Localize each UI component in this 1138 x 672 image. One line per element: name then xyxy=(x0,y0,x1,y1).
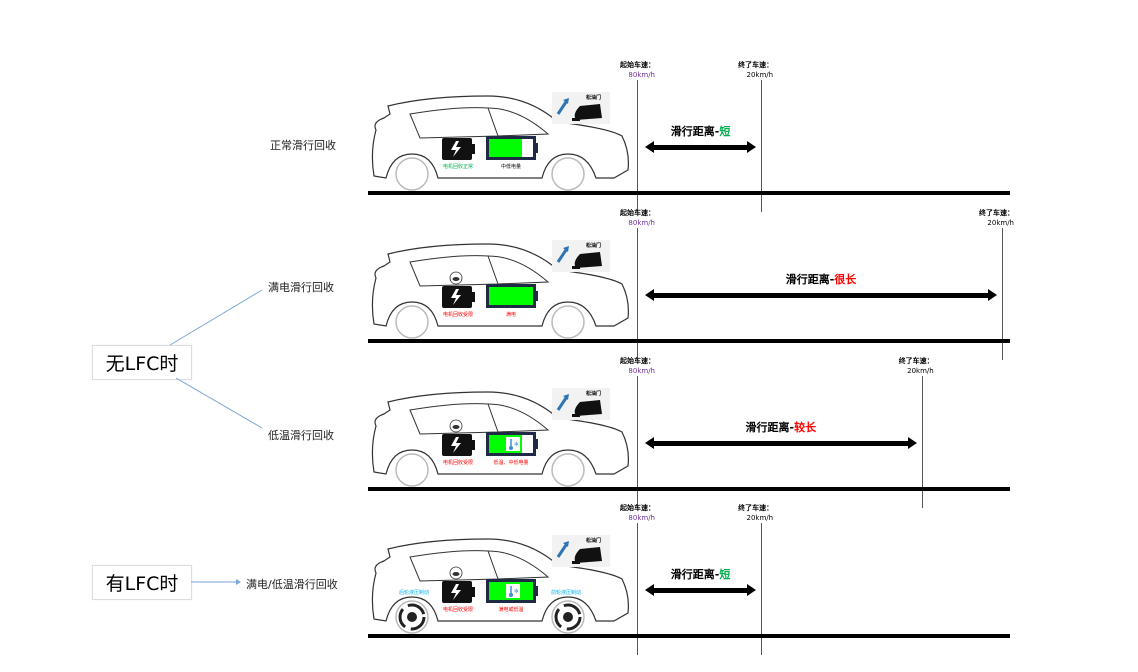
coast-distance-label: 滑行距离-短 xyxy=(670,125,731,138)
car-illustration xyxy=(371,95,629,191)
rear-brake-label: 后轮液压制动 xyxy=(398,590,430,596)
road-line xyxy=(368,339,1010,343)
rear-wheel xyxy=(395,453,429,487)
battery-status: 满电或低温 xyxy=(498,607,524,613)
pedal-label: 松油门 xyxy=(586,95,602,101)
car-illustration xyxy=(371,243,629,339)
turtle-icon xyxy=(449,566,463,580)
start-speed: 起始车速：80km/h xyxy=(620,209,655,227)
scenario-label: 满电滑行回收 xyxy=(268,281,334,294)
front-brake-label: 前轮液压制动 xyxy=(550,590,582,596)
road-line xyxy=(368,487,1010,491)
connector-to-full-charge xyxy=(169,289,263,346)
scenario-label: 正常滑行回收 xyxy=(270,139,336,152)
battery-icon: ❄ xyxy=(486,579,538,603)
start-line xyxy=(637,228,638,360)
start-speed: 起始车速：80km/h xyxy=(620,357,655,375)
rear-wheel xyxy=(395,305,429,339)
release-throttle-panel: 松油门 xyxy=(552,240,610,272)
rear-wheel xyxy=(395,157,429,191)
motor-icon xyxy=(442,138,475,160)
end-speed: 终了车速：20km/h xyxy=(979,209,1014,227)
battery-icon xyxy=(486,136,538,160)
with-lfc-box: 有LFC时 xyxy=(92,565,192,600)
coast-distance-label: 滑行距离-短 xyxy=(670,568,731,581)
turtle-icon xyxy=(449,419,463,433)
coast-distance-label: 滑行距离-较长 xyxy=(745,421,817,434)
end-speed: 终了车速：20km/h xyxy=(738,504,774,522)
end-speed: 终了车速：20km/h xyxy=(738,61,774,79)
start-line xyxy=(637,376,638,508)
rear-disc-brake-icon xyxy=(398,603,426,631)
battery-icon xyxy=(486,284,538,308)
arrow-head-icon xyxy=(236,579,241,585)
foot-pedal-icon xyxy=(556,98,602,121)
motor-status: 电机回收受限 xyxy=(442,312,474,318)
battery-status: 中低电量 xyxy=(500,164,522,170)
motor-status: 电机回收受限 xyxy=(442,460,474,466)
distance-arrow xyxy=(644,584,757,596)
pedal-label: 松油门 xyxy=(586,391,602,397)
battery-status: 满电 xyxy=(505,312,517,318)
start-line xyxy=(637,80,638,212)
foot-pedal-icon xyxy=(556,246,602,269)
motor-status: 电机回收正常 xyxy=(442,164,474,170)
end-line xyxy=(1002,228,1003,360)
pedal-label: 松油门 xyxy=(586,243,602,249)
front-wheel xyxy=(551,453,585,487)
end-line xyxy=(761,523,763,655)
foot-pedal-icon xyxy=(556,541,602,564)
pedal-label: 松油门 xyxy=(586,538,602,544)
battery-status: 低温、中低电量 xyxy=(493,460,529,466)
car-illustration: ❄ xyxy=(371,538,629,634)
car-illustration: ❄ xyxy=(371,391,629,487)
front-wheel xyxy=(551,305,585,339)
front-wheel xyxy=(551,157,585,191)
motor-status: 电机回收受限 xyxy=(442,607,474,613)
motor-icon xyxy=(442,581,475,603)
motor-icon xyxy=(442,286,475,308)
svg-text:❄: ❄ xyxy=(514,441,519,448)
release-throttle-panel: 松油门 xyxy=(552,535,610,567)
end-speed: 终了车速：20km/h xyxy=(898,357,934,375)
road-line xyxy=(368,191,1010,195)
release-throttle-panel: 松油门 xyxy=(552,388,610,420)
battery-icon: ❄ xyxy=(486,432,538,456)
front-disc-brake-icon xyxy=(554,603,582,631)
distance-arrow xyxy=(645,289,997,301)
connector-to-low-temp xyxy=(175,377,263,429)
motor-icon xyxy=(442,434,475,456)
scenario-label: 满电/低温滑行回收 xyxy=(246,578,338,591)
turtle-icon xyxy=(449,271,463,285)
start-speed: 起始车速：80km/h xyxy=(620,504,655,522)
end-line xyxy=(761,80,763,212)
start-line xyxy=(637,523,638,655)
coast-distance-label: 滑行距离-很长 xyxy=(785,273,857,286)
start-speed: 起始车速：80km/h xyxy=(620,61,655,79)
svg-text:❄: ❄ xyxy=(514,588,519,595)
scenario-label: 低温滑行回收 xyxy=(268,429,334,442)
no-lfc-box: 无LFC时 xyxy=(92,345,192,380)
distance-arrow xyxy=(644,141,757,153)
release-throttle-panel: 松油门 xyxy=(552,92,610,124)
distance-arrow xyxy=(645,437,917,449)
road-line xyxy=(368,634,1010,638)
end-line xyxy=(921,376,923,508)
foot-pedal-icon xyxy=(556,394,602,417)
